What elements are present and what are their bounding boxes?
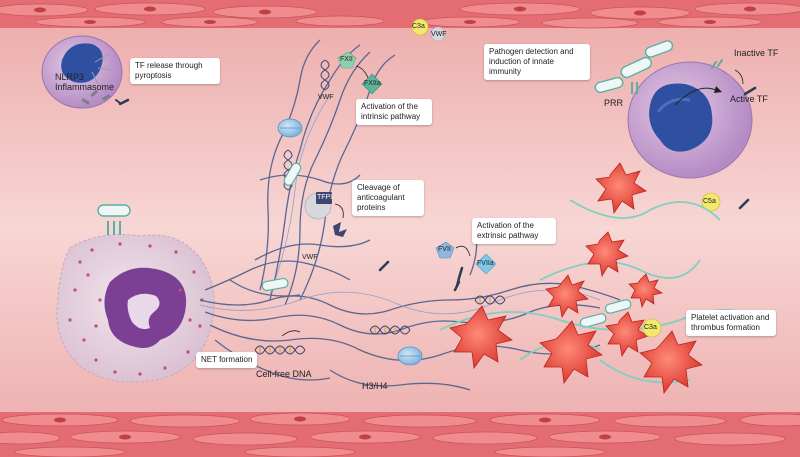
fvii-factor (435, 241, 497, 288)
platelet-activation-box: Platelet activation and thrombus formati… (686, 310, 776, 336)
dna-base-pairs (259, 297, 491, 353)
fviia-label: FVIIa (477, 260, 494, 267)
vwf-low-label: VWF (302, 254, 318, 261)
tf-release-text: TF release through pyroptosis (135, 61, 203, 80)
fxiia-label: FXIIa (364, 80, 381, 87)
vwf-top-label: VWF (431, 31, 447, 38)
platelet-activation-text: Platelet activation and thrombus formati… (691, 313, 770, 332)
net-dna-strands-thin (199, 94, 601, 315)
c3a-right-label: C3a (644, 324, 657, 331)
nlrp3-label: NLRP3 (55, 72, 85, 82)
histone-icon (277, 118, 423, 366)
prr-label: PRR (604, 98, 624, 108)
net-formation-text: NET formation (201, 355, 253, 364)
c3a-right-molecule (642, 318, 662, 338)
macrophage-pyroptosis (41, 35, 130, 109)
tissue-factor-icon (378, 260, 461, 292)
pathogen-detection-text: Pathogen detection and induction of inna… (489, 47, 574, 76)
c3a-top-label: C3a (412, 23, 425, 30)
fxii-label: FXII (340, 56, 353, 63)
extrinsic-pathway-box: Activation of the extrinsic pathway (472, 218, 556, 244)
tfpi-protein (304, 192, 347, 237)
cleavage-box: Cleavage of anticoagulant proteins (352, 180, 424, 216)
c5a-label: C5a (703, 198, 716, 205)
arrows (281, 330, 301, 337)
active-tf-label: Active TF (730, 94, 768, 104)
fvii-label: FVII (438, 246, 451, 253)
cell-free-dna-label: Cell-free DNA (256, 369, 312, 379)
endothelium-bottom (0, 412, 800, 457)
macrophage-right (627, 61, 753, 179)
bacterium-icon (97, 40, 674, 328)
pathogen-detection-box: Pathogen detection and induction of inna… (484, 44, 590, 80)
intrinsic-pathway-box: Activation of the intrinsic pathway (356, 99, 432, 125)
c3a-vwf-top (411, 18, 446, 42)
c5a-molecule (701, 192, 721, 212)
endothelium-top (0, 0, 800, 29)
cleavage-text: Cleavage of anticoagulant proteins (357, 183, 405, 212)
inflammasome-label: Inflammasome (55, 82, 115, 92)
tfpi-label: TFPI (317, 194, 333, 201)
extrinsic-pathway-text: Activation of the extrinsic pathway (477, 221, 539, 240)
h3h4-label: H3/H4 (362, 381, 388, 391)
inactive-tf-label: Inactive TF (734, 48, 779, 58)
tissue-factor-icon (115, 98, 130, 106)
vwf-mid-label: VWF (318, 94, 334, 101)
tissue-factor-icon (711, 59, 757, 210)
neutrophil (56, 234, 215, 383)
intrinsic-pathway-text: Activation of the intrinsic pathway (361, 102, 421, 121)
net-formation-box: NET formation (196, 352, 258, 368)
platelet-icon (449, 162, 703, 395)
tf-release-box: TF release through pyroptosis (130, 58, 220, 84)
fxii-factor (337, 51, 383, 95)
